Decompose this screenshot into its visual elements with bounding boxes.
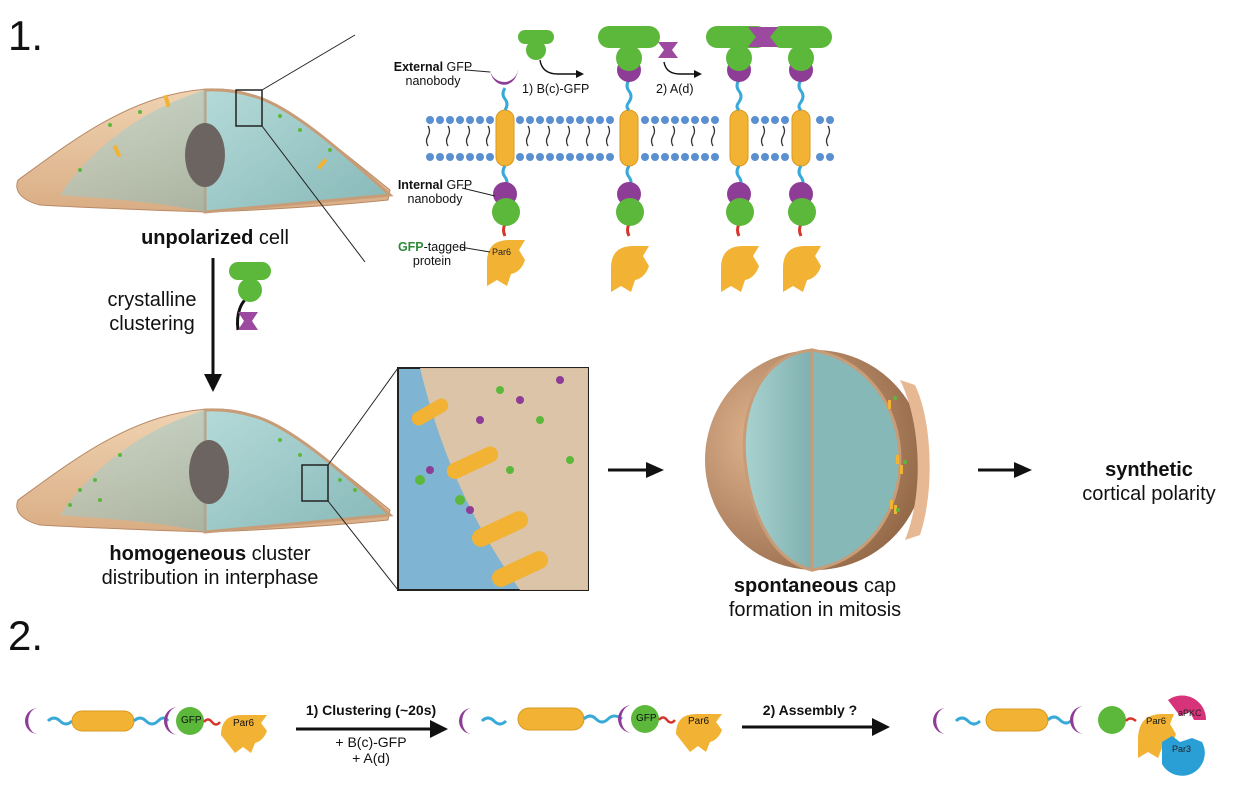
gfp-tagged-label: GFP-tagged protein [397, 240, 467, 268]
cluster-zoom-panel [397, 367, 589, 591]
par6-label-3: Par6 [1146, 716, 1167, 727]
apkc-label: aPKC [1178, 708, 1202, 718]
section-2-number: 2. [8, 612, 44, 659]
par6-label-1: Par6 [233, 718, 255, 729]
synthetic-label: synthetic cortical polarity [1082, 459, 1216, 505]
step1-label: 1) B(c)-GFP [522, 82, 590, 96]
par3-label: Par3 [1172, 744, 1192, 754]
external-nanobody-label: External GFP nanobody [393, 60, 473, 88]
par6-label-2: Par6 [688, 716, 710, 727]
assembly-step-title: 2) Assembly ? [762, 702, 858, 718]
clustering-step-detail: + B(c)-GFP+ A(d) [335, 734, 407, 766]
gfp-label-1: GFP [181, 715, 202, 726]
mitotic-sphere [705, 348, 930, 572]
section-1-number: 1. [8, 12, 44, 59]
clustering-step-title: 1) Clustering (~20s) [305, 702, 437, 718]
internal-nanobody-label: Internal GFP nanobody [397, 178, 473, 206]
construct-initial [25, 707, 267, 753]
gfp-label-2: GFP [636, 713, 657, 724]
par6-inset-label: Par6 [492, 247, 512, 257]
lipid-bilayer [425, 116, 834, 161]
spontaneous-label: spontaneous cap formation in mitosis [728, 575, 902, 621]
construct-assembled [933, 695, 1207, 776]
homogeneous-label: homogeneous cluster distribution in inte… [101, 543, 319, 589]
step2-label: 2) A(d) [656, 82, 694, 96]
construct-clustered [459, 705, 722, 752]
unpolarized-label: unpolarized cell [141, 227, 289, 249]
